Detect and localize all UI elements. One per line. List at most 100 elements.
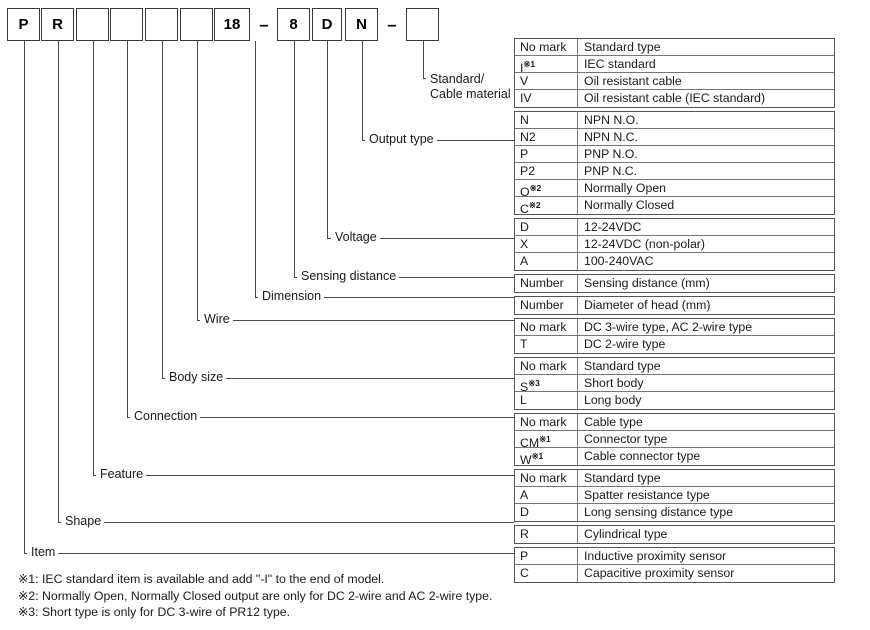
code-box-feature-r: R (41, 8, 74, 41)
option-code-superscript: ※3 (528, 378, 540, 388)
option-code: N (515, 112, 578, 128)
category-output-type: Output type (365, 132, 437, 147)
connector-vline (23, 41, 25, 553)
connector-vline (92, 41, 94, 475)
option-row: P PNP N.O. (515, 146, 834, 163)
connector-vline (126, 41, 128, 417)
option-code-superscript: ※2 (528, 200, 541, 210)
option-description: 12-24VDC (non-polar) (584, 237, 705, 251)
connector-hline (327, 238, 514, 240)
option-description: Capacitive proximity sensor (584, 566, 735, 580)
connector-vline (57, 41, 59, 522)
option-description: Inductive proximity sensor (584, 549, 727, 563)
option-code: D (515, 219, 578, 235)
code-dash-1: – (259, 15, 269, 34)
option-description: Sensing distance (mm) (584, 276, 710, 290)
option-description: NPN N.O. (584, 113, 639, 127)
code-box-wire (145, 8, 178, 41)
footnote-3: ※3: Short type is only for DC 3-wire of … (18, 605, 291, 619)
option-code: Number (515, 297, 578, 314)
option-code: P (515, 146, 578, 162)
option-code-superscript: ※2 (529, 183, 542, 193)
option-code: No mark (515, 470, 578, 486)
option-description: PNP N.O. (584, 147, 638, 161)
option-code: D (515, 504, 578, 521)
option-code: O※2 (515, 180, 578, 196)
option-row: D Long sensing distance type (515, 504, 834, 521)
code-box-dimension (180, 8, 213, 41)
connector-vline (422, 41, 424, 78)
connector-vline (196, 41, 198, 320)
option-description: Short body (584, 376, 644, 390)
option-description: 12-24VDC (584, 220, 642, 234)
connector-vline (161, 41, 163, 378)
option-description: Long sensing distance type (584, 505, 734, 519)
code-box-body-size (110, 8, 143, 41)
option-code: V (515, 73, 578, 89)
option-code: L (515, 392, 578, 409)
code-box-sensing-distance: 8 (277, 8, 310, 41)
option-description: Cylindrical type (584, 527, 668, 541)
connector-vline (327, 41, 329, 238)
connector-hline (126, 417, 514, 419)
option-description: PNP N.C. (584, 164, 638, 178)
option-code: CM※1 (515, 431, 578, 447)
option-code: A (515, 487, 578, 503)
option-description: Normally Closed (584, 198, 675, 212)
connector-hline (361, 140, 514, 142)
footnote-1: ※1: IEC standard item is available and a… (18, 572, 385, 586)
category-feature: Feature (96, 467, 147, 482)
option-code: W※1 (515, 448, 578, 465)
category-body-size: Body size (165, 370, 227, 385)
option-code: X (515, 236, 578, 252)
option-description: Oil resistant cable (IEC standard) (584, 91, 766, 105)
category-connection: Connection (130, 409, 201, 424)
code-box-diameter: 18 (214, 8, 250, 41)
category-standard-cable-material-line1: Standard/ (430, 72, 485, 86)
option-code: A (515, 253, 578, 270)
code-box-voltage: D (312, 8, 342, 41)
code-box-connection (76, 8, 109, 41)
option-code-superscript: ※1 (531, 451, 544, 461)
option-description: IEC standard (584, 57, 656, 71)
option-row: D 12-24VDC (515, 219, 834, 236)
connector-hline (57, 522, 514, 524)
option-description: Standard type (584, 471, 661, 485)
category-standard-cable-material: Standard/Cable material (426, 72, 514, 101)
option-code-superscript: ※1 (539, 434, 551, 444)
option-code-superscript: ※1 (523, 59, 535, 69)
option-description: DC 3-wire type, AC 2-wire type (584, 320, 753, 334)
category-item: Item (27, 545, 59, 560)
connector-vline (293, 41, 295, 277)
option-row: N NPN N.O. (515, 112, 834, 129)
option-description: Cable connector type (584, 449, 701, 463)
code-box-output-type: N (345, 8, 378, 41)
connector-hline (293, 277, 514, 279)
code-box-standard-cable-material (406, 8, 439, 41)
category-sensing-distance: Sensing distance (297, 269, 400, 284)
